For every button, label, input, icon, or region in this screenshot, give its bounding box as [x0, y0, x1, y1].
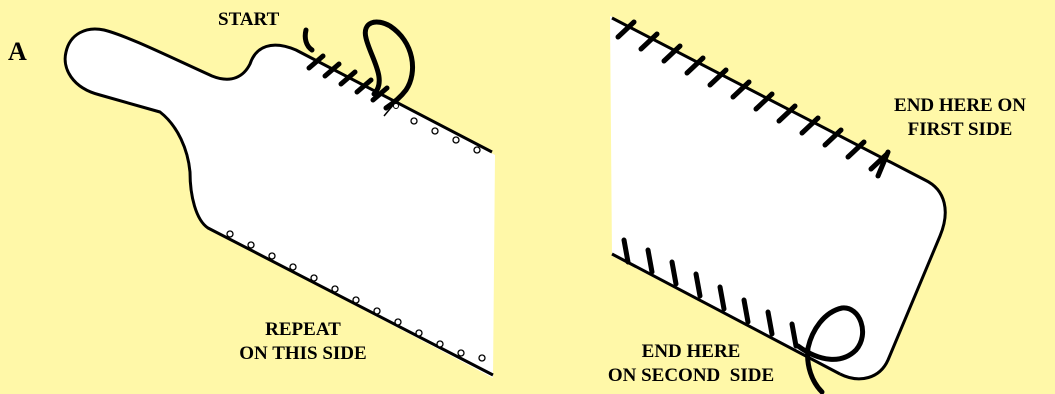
needle-icon: [383, 103, 395, 117]
repeat-label: REPEAT ON THIS SIDE: [218, 318, 388, 366]
right-board: [610, 16, 946, 379]
right-bottom-stitches: [621, 237, 799, 349]
right-board-top-edge: [611, 16, 947, 381]
repeat-label-line1: REPEAT: [265, 319, 341, 340]
end-second-label-line1: END HERE: [641, 341, 741, 362]
panel-label: A: [8, 37, 27, 66]
left-top-stitches: [306, 53, 390, 103]
left-bottom-holes: [226, 230, 486, 362]
left-top-holes: [410, 117, 481, 154]
start-thread-tail: [302, 27, 315, 53]
end-second-label-line2: ON SECOND SIDE: [607, 365, 775, 386]
needle-eye: [393, 103, 399, 109]
right-board-bottom-edge: [611, 252, 841, 376]
repeat-label-line2: ON THIS SIDE: [239, 343, 367, 364]
end-first-label-line1: END HERE ON: [894, 95, 1026, 116]
left-paddle-board: [65, 28, 495, 379]
end-first-side-label: END HERE ON FIRST SIDE: [860, 94, 1055, 142]
end-second-side-label: END HERE ON SECOND SIDE: [566, 340, 816, 388]
right-thread-loop: [795, 305, 866, 394]
end-first-label-line2: FIRST SIDE: [907, 119, 1013, 140]
left-thread-loop: [362, 19, 416, 111]
right-top-stitches: [615, 19, 891, 179]
left-paddle-outline: [63, 27, 494, 377]
start-label: START: [218, 9, 280, 30]
